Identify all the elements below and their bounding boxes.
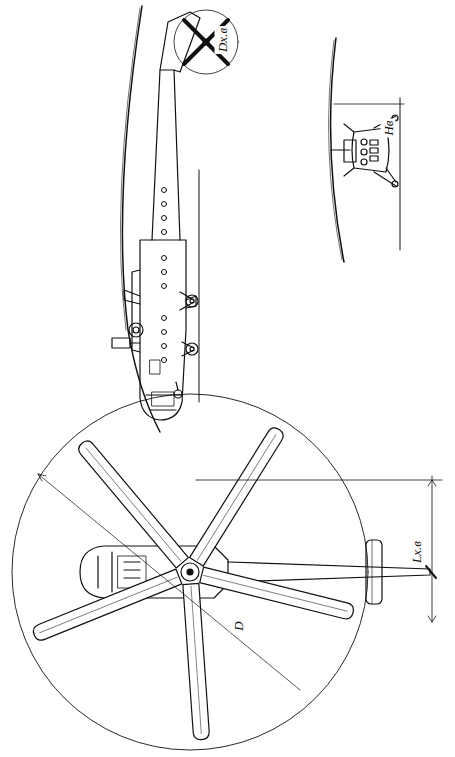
blade-spar [204, 575, 348, 611]
front-view [329, 38, 404, 262]
top-view [12, 394, 442, 750]
blade-spar [40, 577, 177, 632]
blade-spar [197, 435, 275, 561]
dimension-label: Hв [381, 118, 396, 137]
side-view [112, 6, 238, 432]
dimension-label: D [231, 619, 246, 632]
dimension-label: Lх.в [409, 539, 424, 565]
blade-spar [86, 448, 181, 561]
rotor-blade [31, 569, 182, 642]
blade-spar [191, 586, 201, 734]
rotor-blade [190, 425, 286, 566]
rotor-blade [76, 438, 189, 568]
rotor-blade [183, 583, 210, 740]
rotor-blade [200, 567, 355, 620]
dimension-label: Dх.в [215, 26, 230, 54]
